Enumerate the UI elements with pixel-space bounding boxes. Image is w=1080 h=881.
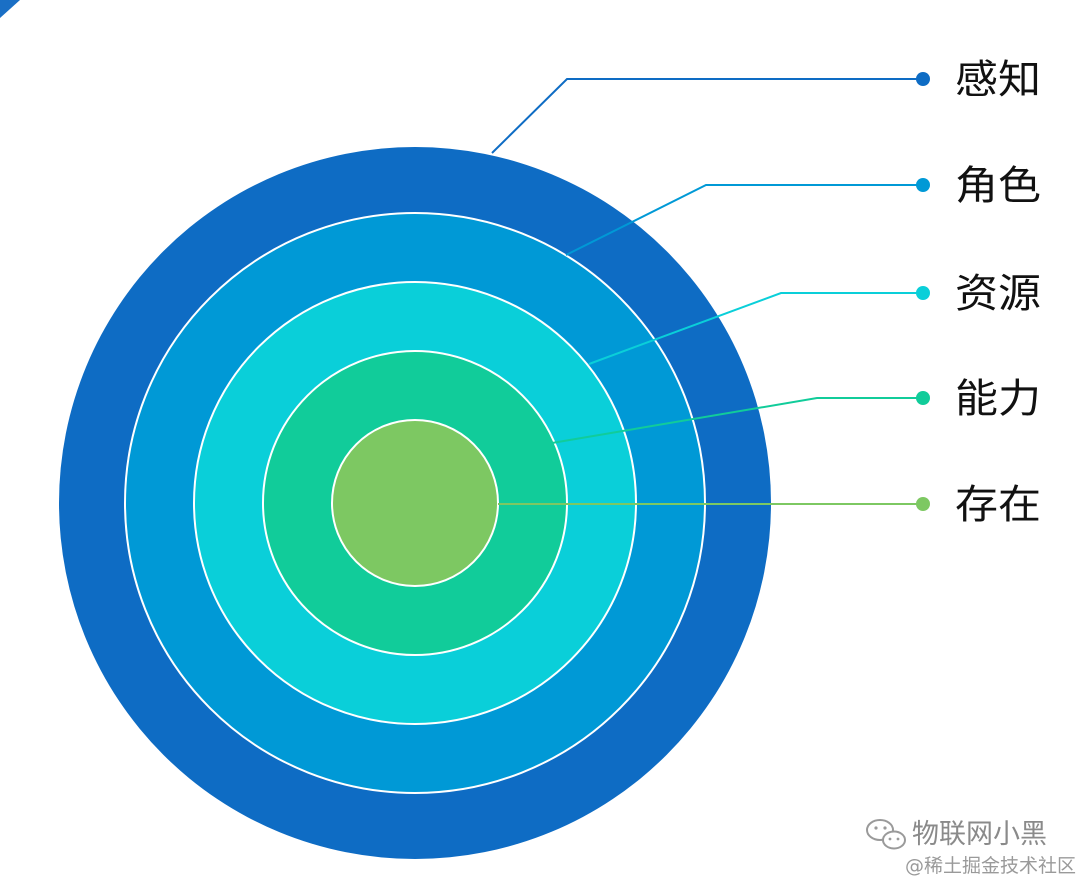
leaders-group bbox=[491, 78, 923, 505]
leader-dot-资源 bbox=[916, 286, 930, 300]
watermark-subtitle: @稀土掘金技术社区 bbox=[905, 855, 1076, 877]
leader-line-能力 bbox=[551, 397, 923, 444]
leader-dot-感知 bbox=[916, 72, 930, 86]
layer-label-资源: 资源 bbox=[955, 271, 1041, 317]
leader-line-角色 bbox=[565, 184, 923, 256]
layer-label-角色: 角色 bbox=[955, 163, 1041, 209]
labels-group: 感知 角色 资源 能力 存在 bbox=[955, 57, 1041, 528]
ring-存在 bbox=[331, 419, 499, 587]
leader-line-感知 bbox=[491, 78, 923, 154]
corner-decoration bbox=[0, 0, 20, 18]
leader-dot-存在 bbox=[916, 497, 930, 511]
layer-label-能力: 能力 bbox=[955, 376, 1041, 422]
leader-dot-能力 bbox=[916, 391, 930, 405]
wechat-icon bbox=[866, 819, 906, 850]
layer-label-存在: 存在 bbox=[955, 482, 1041, 528]
rings-group bbox=[59, 147, 771, 859]
watermark: 物联网小黑 @稀土掘金技术社区 bbox=[866, 819, 1076, 877]
leader-line-资源 bbox=[588, 292, 923, 365]
layer-label-感知: 感知 bbox=[955, 57, 1041, 103]
leader-dot-角色 bbox=[916, 178, 930, 192]
watermark-title: 物联网小黑 bbox=[912, 819, 1047, 850]
dots-group bbox=[916, 72, 930, 511]
